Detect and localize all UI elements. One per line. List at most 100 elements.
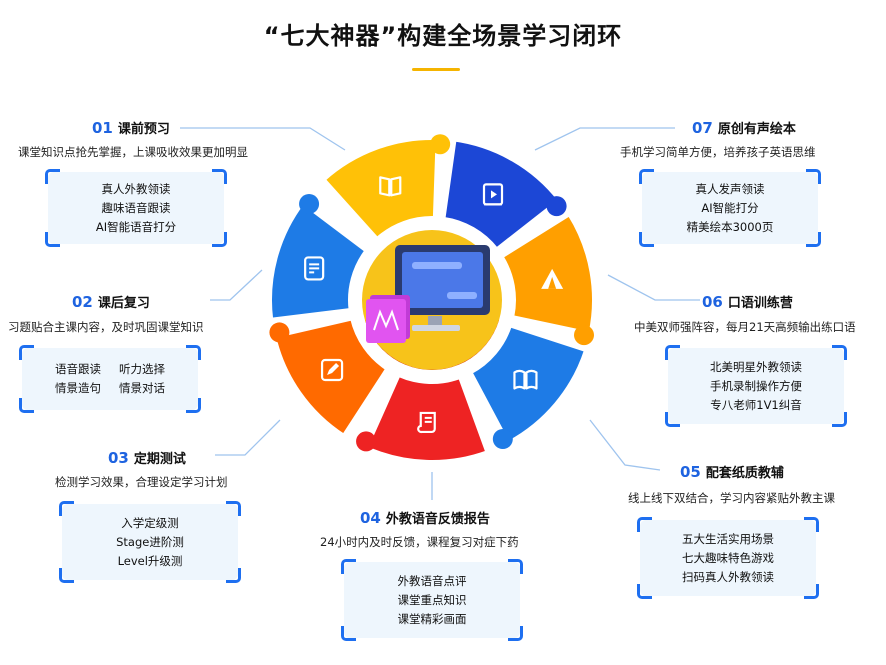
- feature-number: 07: [692, 119, 713, 137]
- feature-description-02: 习题贴合主课内容，及时巩固课堂知识: [8, 320, 204, 334]
- box-corner-bracket: [508, 626, 523, 641]
- page-title: “七大神器”构建全场景学习闭环: [263, 22, 623, 50]
- box-corner-bracket: [832, 345, 847, 360]
- box-corner-bracket: [226, 501, 241, 516]
- feature-item: 真人发声领读: [695, 181, 765, 196]
- feature-item: 专八老师1V1纠音: [710, 397, 802, 412]
- box-corner-bracket: [212, 169, 227, 184]
- segment-tab: [269, 322, 290, 343]
- feature-item: Stage进阶测: [116, 534, 184, 549]
- connector-02: [210, 269, 263, 301]
- box-corner-bracket: [59, 568, 74, 583]
- feature-item: 情景对话: [119, 381, 165, 395]
- feature-items-box-05: 五大生活实用场景七大趣味特色游戏扫码真人外教领读: [637, 517, 819, 599]
- feature-items-box-04: 外教语音点评课堂重点知识课堂精彩画面: [341, 559, 523, 641]
- box-corner-bracket: [341, 559, 356, 574]
- box-corner-bracket: [637, 584, 652, 599]
- feature-items-box-06: 北美明星外教领读手机录制操作方便专八老师1V1纠音: [665, 345, 847, 427]
- box-corner-bracket: [19, 345, 34, 360]
- document-icon: [304, 256, 325, 281]
- feature-item: 北美明星外教领读: [710, 359, 802, 374]
- feature-items-box-02: 语音跟读听力选择情景造句情景对话: [19, 345, 201, 413]
- box-corner-bracket: [45, 232, 60, 247]
- box-corner-bracket: [226, 568, 241, 583]
- reading-book-icon: [513, 369, 538, 390]
- feature-item: 课堂精彩画面: [397, 611, 467, 626]
- feature-heading-04: 04 外教语音反馈报告: [360, 508, 490, 527]
- connector-06: [607, 274, 700, 301]
- feature-number: 06: [702, 293, 723, 311]
- feature-item: 听力选择: [119, 362, 165, 376]
- edit-icon: [320, 358, 344, 382]
- feature-item: 情景造句: [55, 381, 101, 395]
- box-corner-bracket: [806, 169, 821, 184]
- box-corner-bracket: [45, 169, 60, 184]
- segment-tab: [574, 325, 595, 346]
- feature-item: 趣味语音跟读: [101, 200, 171, 215]
- segment-tab: [546, 196, 567, 217]
- box-corner-bracket: [186, 345, 201, 360]
- feature-heading-03: 03 定期测试: [108, 448, 186, 467]
- connector-01: [180, 127, 346, 151]
- feature-title: 原创有声绘本: [717, 122, 796, 137]
- feature-item: 手机录制操作方便: [710, 378, 802, 393]
- box-corner-bracket: [639, 232, 654, 247]
- feature-item: 五大生活实用场景: [682, 531, 774, 546]
- feature-title: 外教语音反馈报告: [385, 512, 490, 527]
- box-corner-bracket: [637, 517, 652, 532]
- box-corner-bracket: [186, 398, 201, 413]
- feature-heading-06: 06 口语训练营: [702, 292, 793, 311]
- segment-tab: [299, 193, 320, 214]
- feature-heading-02: 02 课后复习: [72, 292, 150, 311]
- scroll-icon: [417, 411, 436, 434]
- feature-item: 外教语音点评: [397, 573, 467, 588]
- feature-heading-07: 07 原创有声绘本: [692, 118, 796, 137]
- feature-description-04: 24小时内及时反馈，课程复习对症下药: [320, 535, 519, 549]
- box-corner-bracket: [806, 232, 821, 247]
- box-corner-bracket: [212, 232, 227, 247]
- wheel-segment-02: [268, 199, 370, 322]
- feature-number: 03: [108, 449, 129, 467]
- feature-number: 02: [72, 293, 93, 311]
- segment-tab: [492, 428, 513, 449]
- feature-item: 入学定级测: [121, 515, 179, 530]
- open-book-icon: [379, 176, 402, 197]
- feature-title: 课前预习: [117, 122, 170, 137]
- feature-title: 口语训练营: [727, 296, 793, 311]
- segment-tab: [356, 431, 377, 452]
- center-illustration: [362, 230, 502, 370]
- feature-item: 精美绘本3000页: [686, 219, 774, 234]
- feature-number: 05: [680, 463, 701, 481]
- tent-icon: [541, 268, 564, 289]
- feature-title: 定期测试: [133, 452, 186, 467]
- box-corner-bracket: [639, 169, 654, 184]
- feature-description-01: 课堂知识点抢先掌握，上课吸收效果更加明显: [18, 145, 248, 159]
- feature-item: 真人外教领读: [101, 181, 171, 196]
- feature-item: 七大趣味特色游戏: [682, 550, 774, 565]
- box-corner-bracket: [665, 412, 680, 427]
- box-corner-bracket: [341, 626, 356, 641]
- box-corner-bracket: [804, 584, 819, 599]
- box-corner-bracket: [804, 517, 819, 532]
- feature-number: 04: [360, 509, 381, 527]
- feature-description-03: 检测学习效果，合理设定学习计划: [55, 475, 228, 489]
- feature-description-07: 手机学习简单方便，培养孩子英语思维: [620, 145, 816, 159]
- box-corner-bracket: [508, 559, 523, 574]
- connector-07: [534, 127, 675, 151]
- segment-tab: [430, 134, 451, 155]
- title-underline: [412, 68, 460, 71]
- feature-description-05: 线上线下双结合，学习内容紧贴外教主课: [628, 491, 835, 505]
- feature-description-06: 中美双师强阵容，每月21天高频输出练口语: [634, 320, 856, 334]
- feature-item: AI智能语音打分: [95, 219, 177, 234]
- wheel-segment-05: [467, 322, 589, 446]
- box-corner-bracket: [59, 501, 74, 516]
- feature-title: 课后复习: [97, 296, 150, 311]
- box-corner-bracket: [19, 398, 34, 413]
- feature-title: 配套纸质教辅: [705, 466, 784, 481]
- video-book-icon: [482, 183, 504, 206]
- connector-03: [215, 419, 281, 456]
- connector-05: [589, 419, 661, 471]
